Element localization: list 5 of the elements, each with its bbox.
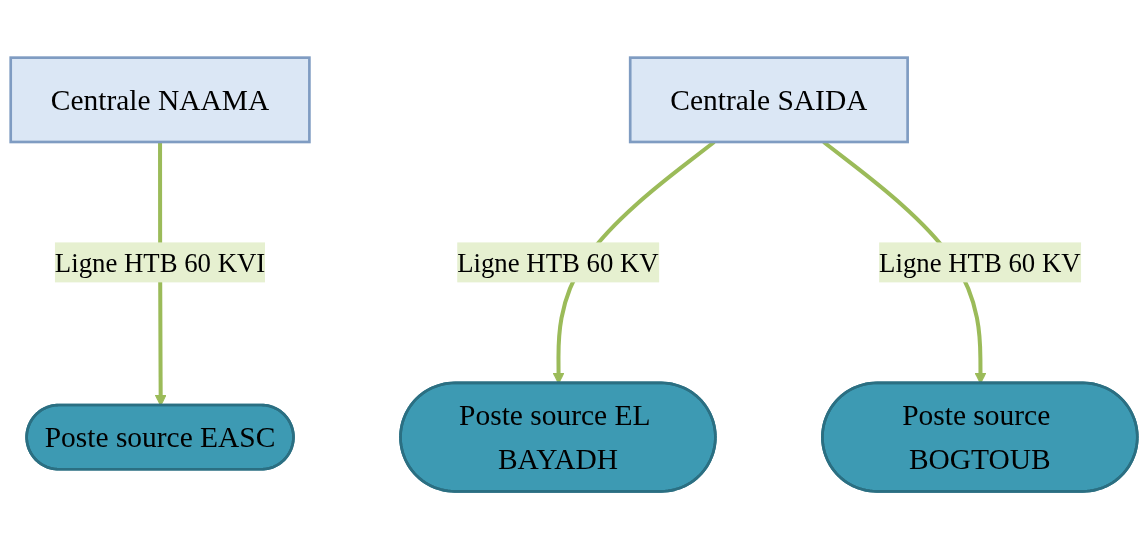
- node-box: Centrale SAIDA: [628, 56, 909, 144]
- edge-label: Ligne HTB 60 KVI: [54, 247, 266, 278]
- node-box: Centrale NAAMA: [9, 56, 311, 144]
- edge-label: Ligne HTB 60 KV: [457, 247, 659, 278]
- edge-label: Ligne HTB 60 KV: [879, 247, 1081, 278]
